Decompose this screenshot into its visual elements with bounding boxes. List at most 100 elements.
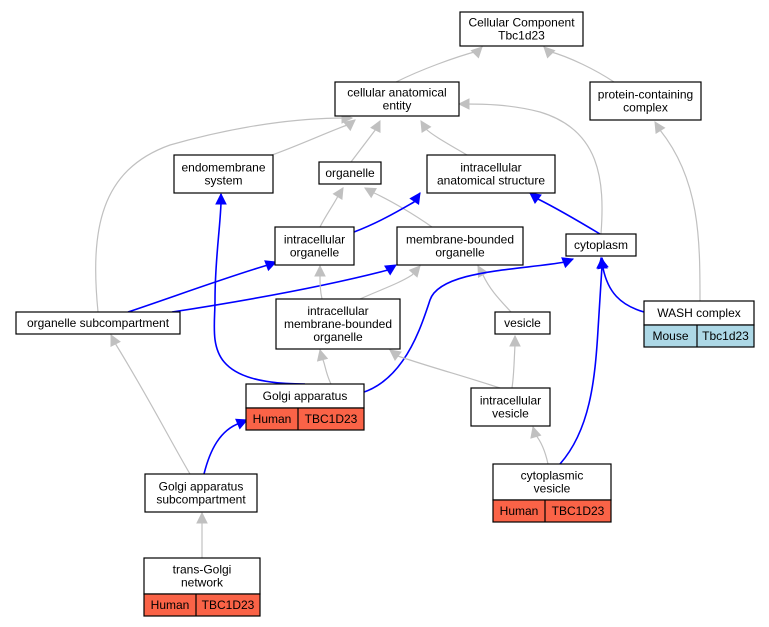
edge-intracellular_vesicle-to-intracellular_membrane_bounded_organelle [389,349,501,389]
node-label: membrane-bounded [406,233,514,247]
edge-cytoplasm-to-intracellular_anatomical_structure [529,192,601,235]
edge-intracellular_membrane_bounded_organelle-to-membrane_bounded_organelle [359,265,421,300]
node-label: subcompartment [156,493,246,507]
edge-arrowhead [332,187,344,200]
edge-arrowhead [215,192,227,205]
node-label: complex [623,101,668,115]
node-label: Golgi apparatus [159,480,244,494]
edge-line [389,349,501,389]
edge-intracellular_vesicle-to-vesicle [509,334,521,389]
node-label: entity [383,99,412,113]
node-label: intracellular [307,304,368,318]
node-label: organelle [290,246,340,260]
node-box [396,226,524,266]
edge-arrowhead [409,192,421,205]
edge-arrowhead [235,418,249,430]
edge-arrowhead [408,265,421,278]
edge-cytoplasmic_vesicle-to-cytoplasm [559,256,608,465]
node-label: network [181,576,224,590]
edge-golgi_apparatus_subcompartment-to-golgi_apparatus [203,418,249,475]
node-box [565,233,637,257]
edges-layer [95,46,701,559]
node-box [15,311,181,335]
edge-arrowhead [364,187,377,199]
edge-arrowhead [314,264,326,277]
edge-cellular_anatomical_entity-to-cellular_component [395,46,483,83]
badge-species-label: Human [253,412,292,426]
edge-arrowhead [457,98,470,110]
edge-line [559,258,603,465]
edge-line [95,117,352,313]
node-label: cytoplasm [574,238,628,252]
node-label: intracellular [460,161,521,175]
edge-line [543,46,615,83]
edge-arrowhead [264,260,278,272]
edge-arrowhead [370,120,381,133]
node-label: Tbc1d23 [498,29,545,43]
node-organelle-subcompartment[interactable]: organelle subcompartment [15,311,181,335]
node-cytoplasm[interactable]: cytoplasm [565,233,637,257]
edge-arrowhead [316,348,329,362]
edge-organelle_subcompartment-to-cellular_anatomical_entity [95,112,354,313]
node-box [589,81,702,121]
edge-endomembrane_system-to-cellular_anatomical_entity [271,119,356,156]
edge-membrane_bounded_organelle-to-organelle [364,187,433,228]
edge-arrowhead [196,511,208,524]
node-label: cellular anatomical [347,86,446,100]
edge-arrowhead [529,192,542,204]
node-label: Cellular Component [468,16,575,30]
edge-intracellular_membrane_bounded_organelle-to-intracellular_organelle [314,264,326,300]
badge-species-label: Human [500,504,539,518]
edge-organelle_subcompartment-to-intracellular_organelle [127,260,278,313]
edge-cytoplasmic_vesicle-to-intracellular_vesicle [530,425,549,465]
edge-arrowhead [596,256,608,269]
edge-intracellular_organelle-to-organelle [319,187,344,228]
edge-golgi_apparatus-to-intracellular_membrane_bounded_organelle [316,348,332,385]
node-label: system [204,174,242,188]
edge-arrowhead [654,121,666,134]
edge-organelle-to-cellular_anatomical_entity [350,120,381,163]
node-label: intracellular [480,394,541,408]
node-box [334,81,460,117]
edge-line [395,46,483,83]
edge-protein_containing_complex-to-cellular_component [543,46,615,83]
node-organelle[interactable]: organelle [318,161,382,185]
edge-line [529,192,601,235]
edge-cytoplasm-to-cellular_anatomical_entity [457,98,603,235]
edge-arrowhead [561,257,575,269]
edge-trans_golgi_network-to-golgi_apparatus_subcompartment [196,511,208,559]
node-vesicle[interactable]: vesicle [494,311,551,335]
node-box [494,311,551,335]
edge-line [127,261,277,313]
badge-gene-label: TBC1D23 [202,598,255,612]
node-label: vesicle [504,316,541,330]
edge-arrowhead [530,425,542,439]
badge-species-label: Mouse [652,329,688,343]
badge-gene-label: TBC1D23 [305,412,358,426]
edge-organelle_subcompartment-to-membrane_bounded_organelle [171,264,397,313]
species-badge [245,407,365,431]
edge-arrowhead [110,334,121,347]
edge-arrowhead [343,119,356,132]
edge-arrowhead [509,334,521,347]
node-label: organelle [325,166,375,180]
edge-line [459,103,603,235]
node-label: endomembrane [181,161,265,175]
badge-gene-label: TBC1D23 [552,504,605,518]
edge-arrowhead [420,120,432,133]
